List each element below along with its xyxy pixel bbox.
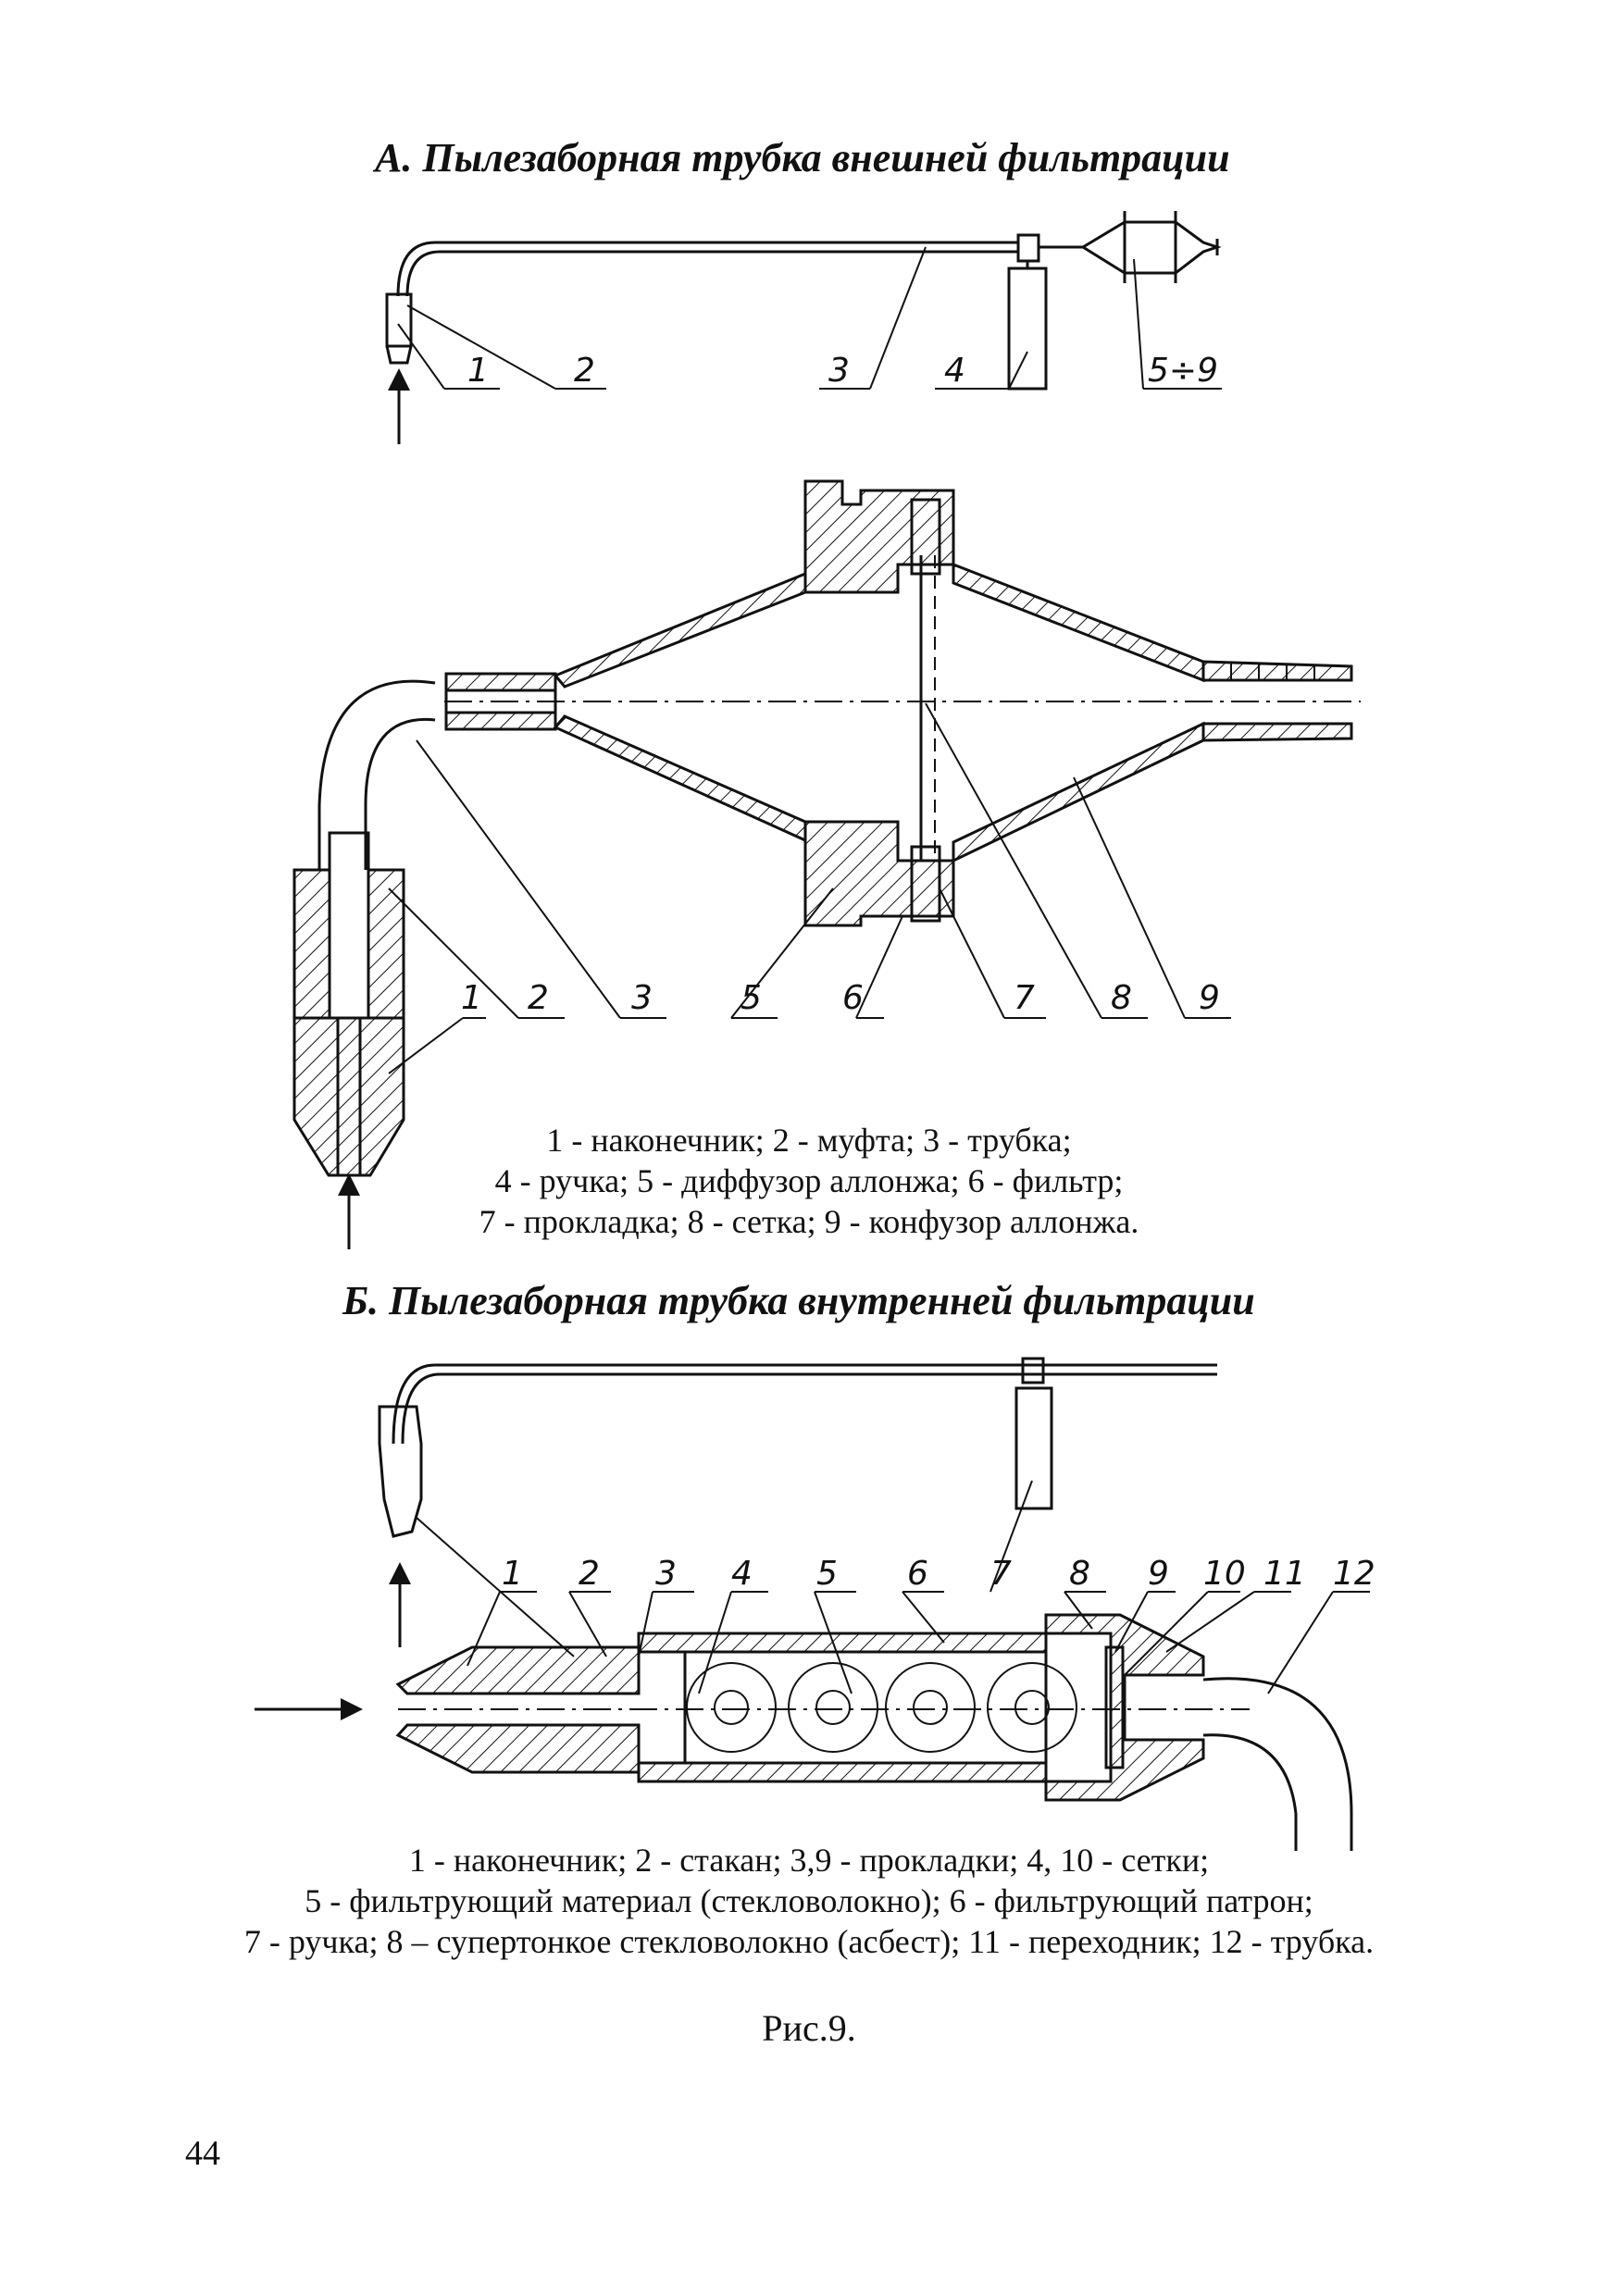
callout-label: 2	[574, 352, 595, 390]
callout-label: 11	[1263, 1555, 1306, 1593]
callout-label: 7	[990, 1555, 1012, 1593]
callout-label: 8	[1069, 1555, 1090, 1593]
callout-label: 1	[502, 1555, 523, 1593]
legend-a: 1 - наконечник; 2 - муфта; 3 - трубка; 4…	[439, 1120, 1179, 1242]
callout-label: 3	[655, 1555, 677, 1593]
legend-line: 7 - прокладка; 8 - сетка; 9 - конфузор а…	[479, 1203, 1139, 1240]
filter-material	[686, 1662, 1077, 1753]
callout-label: 4	[944, 352, 965, 390]
detail-labels-a: 1 2 3 5 6 7 8 9	[461, 979, 1220, 1017]
section-a-title: А. Пылезаборная трубка внешней фильтраци…	[375, 135, 1230, 180]
detail-drawing-b	[255, 1517, 1370, 1851]
callout-label: 9	[1199, 979, 1220, 1017]
overview-drawing-a	[385, 211, 1222, 444]
callout-label: 5	[816, 1555, 838, 1593]
callout-label: 2	[528, 979, 549, 1017]
callout-label: 2	[579, 1555, 600, 1593]
callout-label: 7	[1014, 979, 1035, 1017]
callout-label: 12	[1333, 1555, 1375, 1593]
overview-drawing-b	[378, 1357, 1217, 1647]
overview-handle	[1007, 267, 1048, 391]
callout-label: 3	[828, 352, 850, 390]
legend-b: 1 - наконечник; 2 - стакан; 3,9 - прокла…	[161, 1840, 1457, 1962]
labels-b: 1 2 3 4 5 6 7 8 9 10 11 12	[502, 1555, 1375, 1593]
legend-line: 4 - ручка; 5 - диффузор аллонжа; 6 - фил…	[494, 1162, 1124, 1199]
section-b-title: Б. Пылезаборная трубка внутренней фильтр…	[342, 1278, 1255, 1323]
callout-label: 5÷9	[1148, 352, 1218, 390]
legend-line: 1 - наконечник; 2 - стакан; 3,9 - прокла…	[408, 1842, 1210, 1879]
page-number: 44	[185, 2134, 220, 2173]
callout-label: 1	[467, 352, 489, 390]
callout-label: 10	[1203, 1555, 1246, 1593]
callout-label: 3	[631, 979, 653, 1017]
callout-label: 5	[741, 979, 762, 1017]
callout-label: 4	[731, 1555, 753, 1593]
detail-drawing-a	[292, 479, 1361, 1249]
callout-label: 8	[1111, 979, 1132, 1017]
callout-label: 6	[842, 979, 864, 1017]
overview-filter-holder	[1080, 220, 1222, 275]
callout-label: 6	[907, 1555, 928, 1593]
overview-labels-a: 1 2 3 4 5÷9	[467, 352, 1218, 390]
callout-label: 1	[461, 979, 482, 1017]
legend-line: 7 - ручка; 8 – супертонкое стекловолокно…	[243, 1923, 1375, 1960]
figure-caption: Рис.9.	[762, 2007, 856, 2049]
callout-label: 9	[1148, 1555, 1169, 1593]
legend-line: 1 - наконечник; 2 - муфта; 3 - трубка;	[546, 1122, 1072, 1159]
legend-line: 5 - фильтрующий материал (стекловолокно)…	[305, 1882, 1313, 1919]
overview-tip	[385, 292, 413, 348]
